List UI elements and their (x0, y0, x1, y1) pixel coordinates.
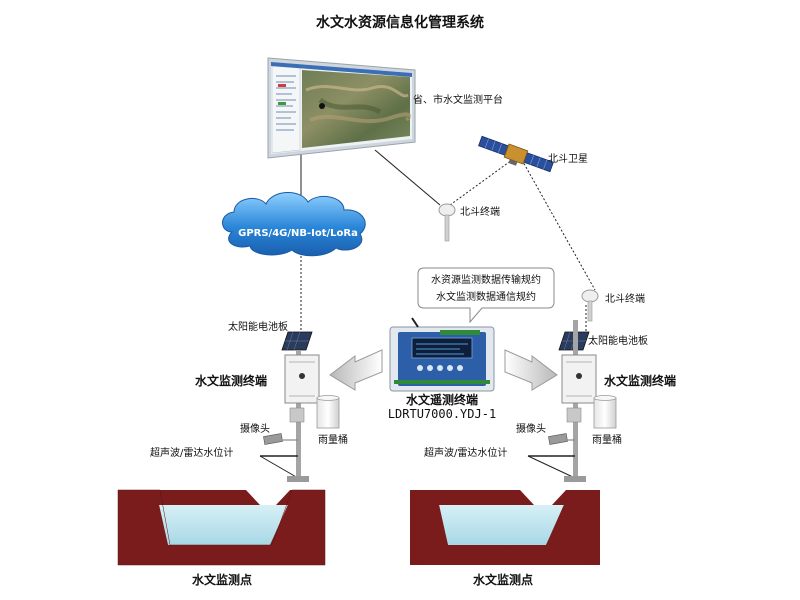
platform-monitor (267, 57, 416, 159)
right-camera-label: 摄像头 (516, 422, 546, 435)
right-point-label: 水文监测点 (473, 572, 533, 587)
left-terminal-label: 水文监测终端 (195, 373, 267, 388)
right-terminal-label: 水文监测终端 (604, 373, 676, 388)
arrow-to-left-station (329, 349, 383, 391)
protocol-line-2: 水文监测数据通信规约 (436, 290, 536, 303)
left-channel (117, 489, 326, 566)
left-solar-panel-label: 太阳能电池板 (228, 320, 288, 333)
satellite-icon (478, 135, 554, 173)
right-solar-panel-label: 太阳能电池板 (588, 334, 648, 347)
rtu-name: 水文遥测终端 (406, 392, 478, 407)
beidou-terminal-label-left: 北斗终端 (460, 205, 500, 218)
left-station-equipment (259, 331, 340, 482)
protocol-bubble (417, 267, 555, 324)
left-point-label: 水文监测点 (192, 572, 252, 587)
left-camera-label: 摄像头 (240, 422, 270, 435)
beidou-antenna-right (581, 289, 599, 322)
left-level-meter-label: 超声波/雷达水位计 (150, 446, 233, 459)
beidou-terminal-label-right: 北斗终端 (605, 292, 645, 305)
diagram-title: 水文水资源信息化管理系统 (316, 15, 484, 31)
network-cloud (222, 192, 366, 257)
right-channel (410, 490, 600, 565)
left-rain-gauge-label: 雨量桶 (318, 433, 348, 446)
beidou-antenna-left (438, 203, 456, 242)
rtu-device (389, 317, 495, 392)
rtu-model: LDRTU7000.YDJ-1 (388, 407, 496, 421)
right-station-equipment (527, 320, 617, 482)
satellite-label: 北斗卫星 (548, 153, 588, 165)
right-level-meter-label: 超声波/雷达水位计 (424, 446, 507, 459)
arrow-to-right-station (504, 349, 558, 391)
protocol-line-1: 水资源监测数据传输规约 (431, 273, 541, 286)
network-label: GPRS/4G/NB-Iot/LoRa (238, 228, 358, 239)
platform-label: 省、市水文监测平台 (413, 93, 503, 106)
right-rain-gauge-label: 雨量桶 (592, 433, 622, 446)
